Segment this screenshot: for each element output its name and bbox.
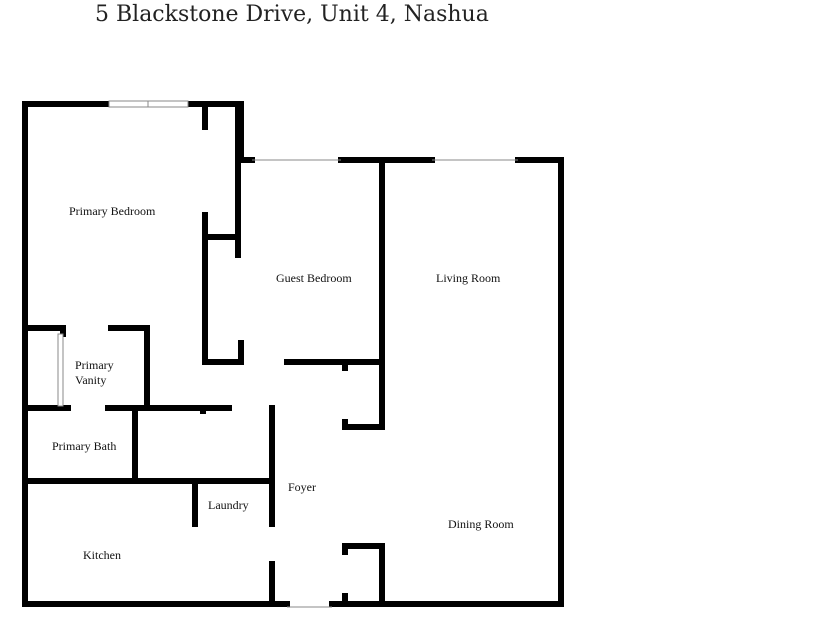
- label-primary-bath: Primary Bath: [52, 439, 116, 453]
- label-guest-bedroom: Guest Bedroom: [276, 271, 352, 285]
- label-foyer: Foyer: [288, 480, 316, 494]
- windows: [57, 100, 518, 608]
- floor-plan-title: 5 Blackstone Drive, Unit 4, Nashua: [95, 2, 489, 27]
- vanity-mirror: [57, 333, 64, 407]
- label-primary-vanity-1: Primary: [75, 358, 114, 372]
- label-primary-vanity-2: Vanity: [75, 373, 106, 387]
- label-laundry: Laundry: [208, 498, 249, 512]
- label-dining-room: Dining Room: [448, 517, 514, 531]
- walls: [22, 101, 564, 607]
- label-kitchen: Kitchen: [83, 548, 121, 562]
- label-primary-bedroom: Primary Bedroom: [69, 204, 156, 218]
- label-living-room: Living Room: [436, 271, 501, 285]
